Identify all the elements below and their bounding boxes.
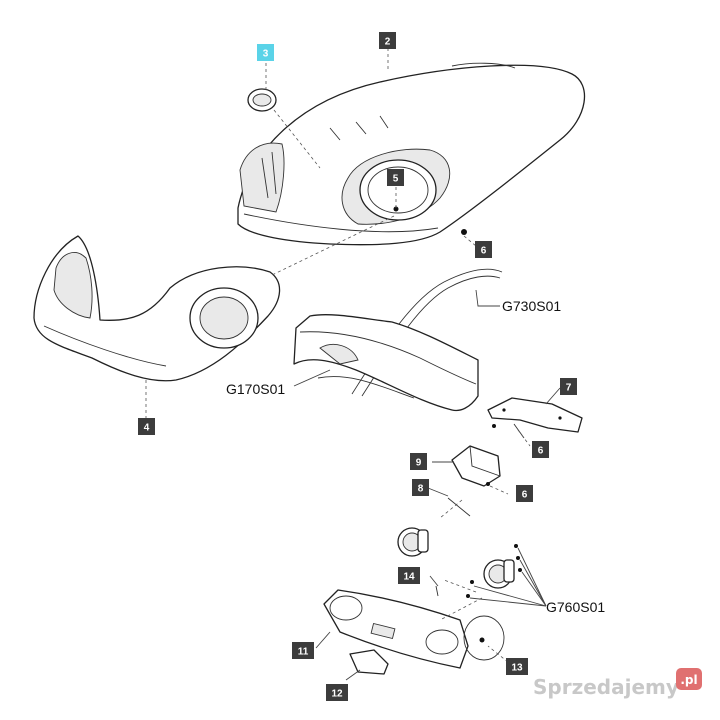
screw-14 <box>435 585 439 597</box>
watermark: Sprzedajemy .pl <box>533 668 702 699</box>
callout-14: 14 <box>398 567 420 584</box>
grommet-13 <box>479 637 485 643</box>
svg-text:9: 9 <box>416 458 422 469</box>
leader-lines <box>145 48 561 681</box>
headlight-bezel <box>33 235 281 382</box>
lamp-fasteners <box>466 544 522 598</box>
callout-13: 13 <box>506 658 528 675</box>
code-label-g730: G730S01 <box>502 298 561 314</box>
callout-6-lower: 6 <box>516 485 533 502</box>
code-label-g170: G170S01 <box>226 381 285 397</box>
callout-6-top: 6 <box>475 241 492 258</box>
svg-text:7: 7 <box>566 383 572 394</box>
cross-member-g170 <box>293 314 479 412</box>
svg-text:8: 8 <box>418 484 424 495</box>
nut-6-marker <box>461 229 467 235</box>
nut-6c-marker <box>486 482 490 486</box>
angle-bracket-9 <box>451 445 501 487</box>
svg-text:14: 14 <box>403 572 415 583</box>
callout-5: 5 <box>387 169 404 186</box>
callout-9: 9 <box>410 453 427 470</box>
watermark-text: Sprzedajemy <box>533 675 679 699</box>
bracket-plate-7 <box>487 397 583 433</box>
screw-5-marker <box>393 206 399 212</box>
svg-text:6: 6 <box>522 490 528 501</box>
clip-12 <box>349 649 389 675</box>
svg-text:2: 2 <box>385 37 391 48</box>
watermark-badge <box>676 668 702 690</box>
lamp-panel-11 <box>323 589 469 669</box>
hood-shell <box>237 62 586 246</box>
callout-4: 4 <box>138 418 155 435</box>
hood-emblem <box>247 88 277 112</box>
svg-text:6: 6 <box>538 446 544 457</box>
lamp-right <box>483 559 515 589</box>
svg-text:11: 11 <box>298 647 309 658</box>
svg-text:12: 12 <box>331 689 343 700</box>
callout-11: 11 <box>292 642 314 659</box>
svg-text:6: 6 <box>481 246 487 257</box>
callout-6-middle: 6 <box>532 441 549 458</box>
code-label-g760: G760S01 <box>546 599 605 615</box>
callout-7: 7 <box>560 378 577 395</box>
svg-text:4: 4 <box>144 423 150 434</box>
nut-6b-marker <box>492 424 496 428</box>
bolt-8 <box>447 497 471 517</box>
lamp-left <box>397 527 429 557</box>
svg-text:5: 5 <box>393 174 399 185</box>
callout-3: 3 <box>257 44 274 61</box>
svg-text:3: 3 <box>263 49 269 60</box>
grommet-13-circle <box>463 615 505 661</box>
callout-2: 2 <box>379 32 396 49</box>
callout-12: 12 <box>326 684 348 701</box>
callout-8: 8 <box>412 479 429 496</box>
svg-text:13: 13 <box>511 663 523 674</box>
watermark-suffix: .pl <box>680 673 697 687</box>
